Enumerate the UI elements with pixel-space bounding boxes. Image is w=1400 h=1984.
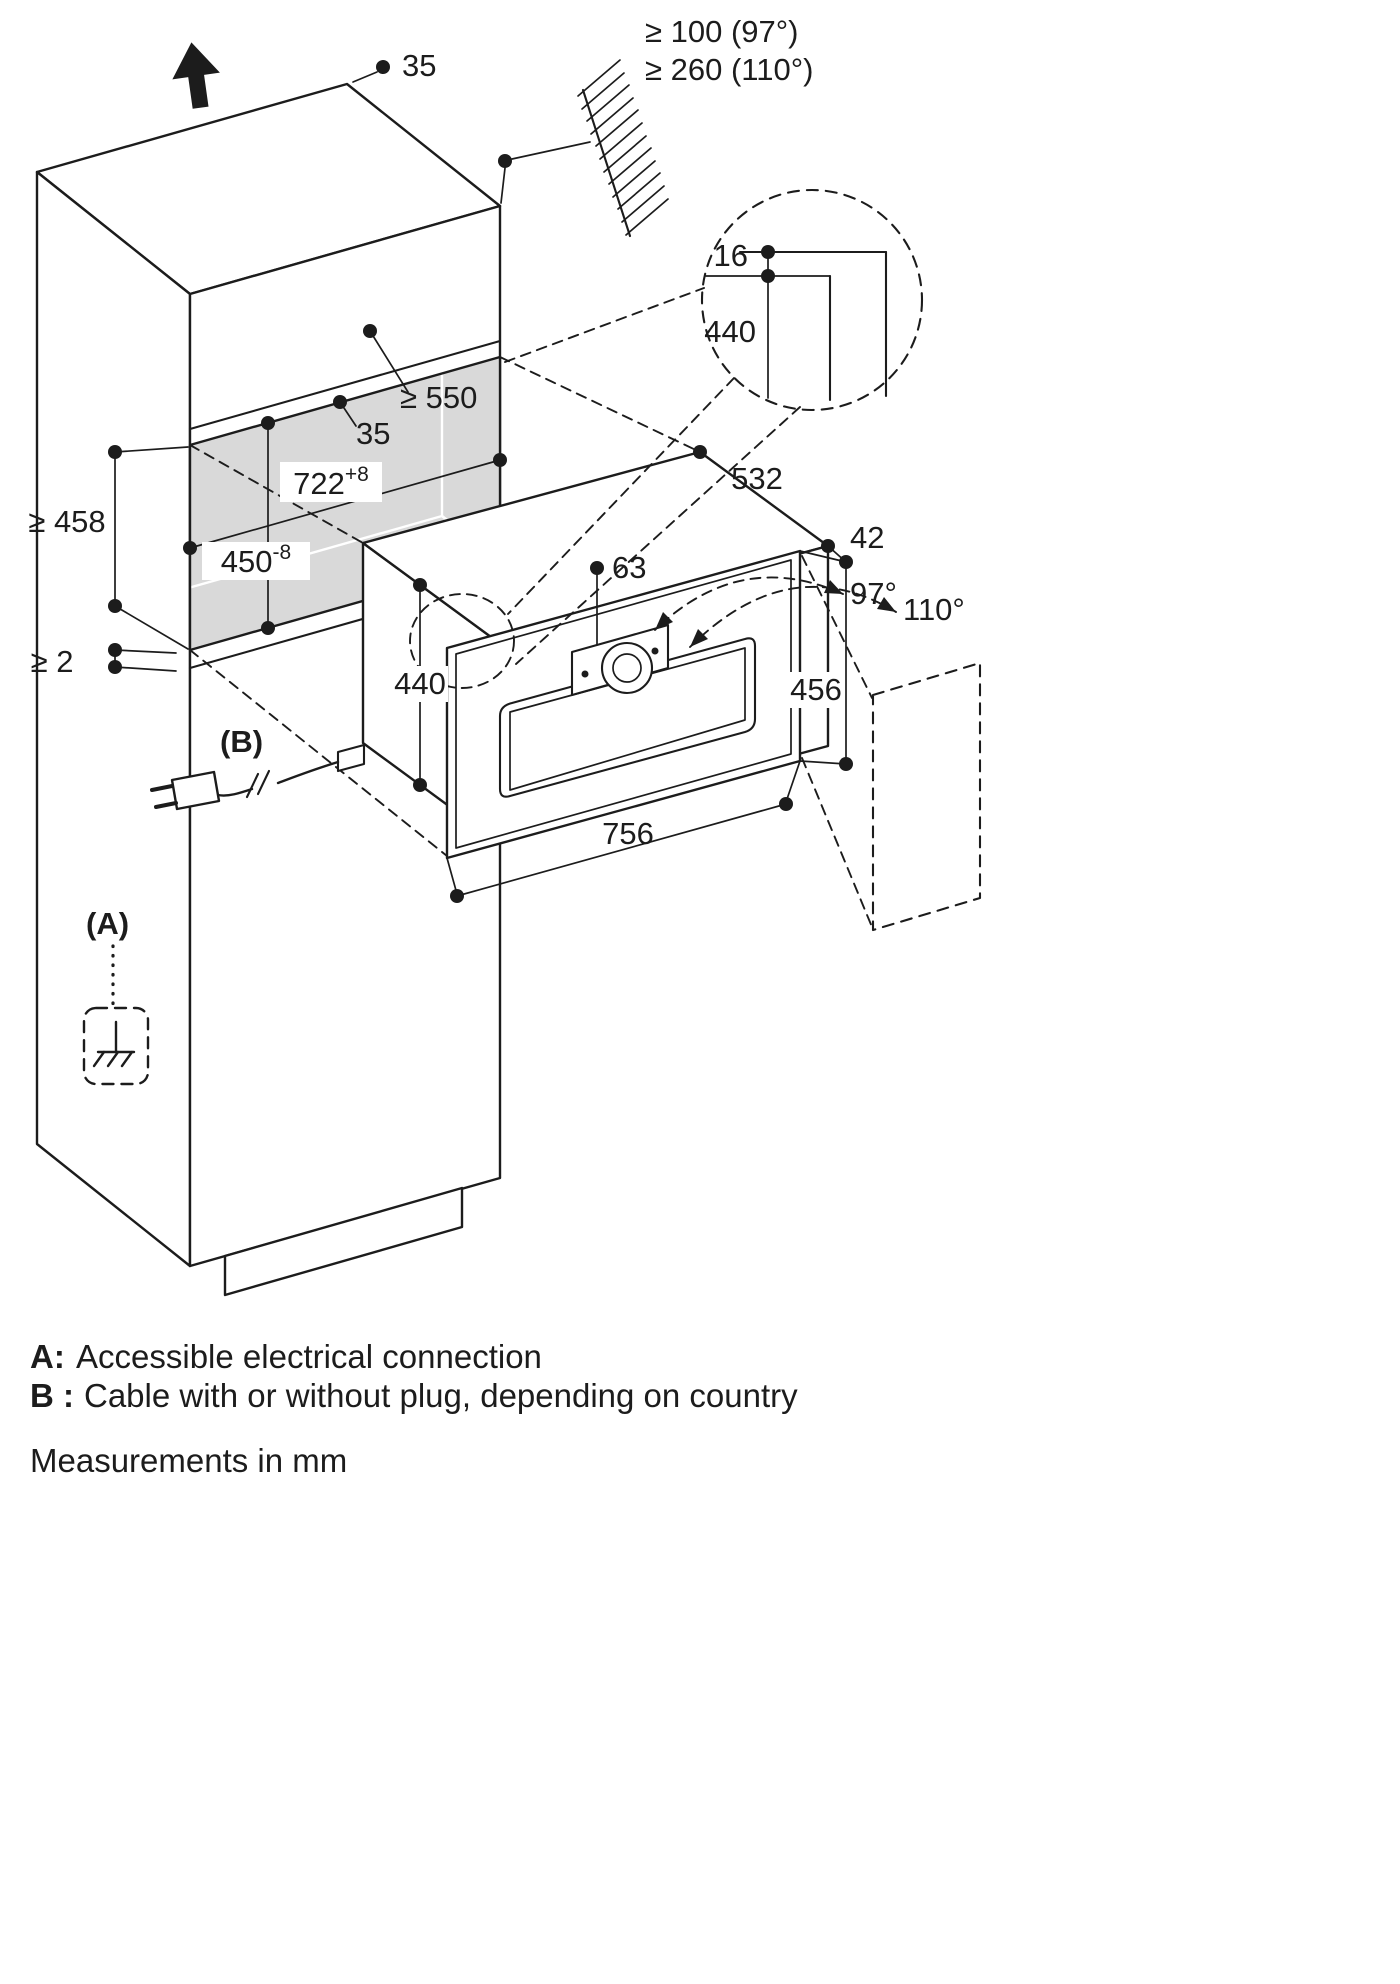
oven xyxy=(336,450,830,860)
legend: A: Accessible electrical connection B : … xyxy=(30,1338,798,1479)
clearance-97-label: ≥ 100 (97°) xyxy=(645,14,799,49)
callout-a-label: (A) xyxy=(86,906,129,941)
cabinet-plinth xyxy=(223,1186,464,1297)
dim-top-panel-label: 35 xyxy=(356,416,390,451)
ground-symbol-icon xyxy=(92,1020,136,1068)
callout-b-label: (B) xyxy=(220,724,263,759)
oven-knob xyxy=(600,641,654,695)
dim-front-height-label: 456 xyxy=(790,672,842,707)
detail-16-label: 16 xyxy=(714,238,748,273)
wall-section-hatch-icon xyxy=(498,59,669,238)
legend-units-note: Measurements in mm xyxy=(30,1442,347,1479)
dim-niche-front-height: ≥ 458 xyxy=(28,445,189,650)
power-cable: (B) xyxy=(150,724,340,811)
svg-text:≥ 458: ≥ 458 xyxy=(28,504,105,539)
outlet-box xyxy=(82,1006,150,1086)
dim-body-height-label: 440 xyxy=(394,666,446,701)
dim-width-label: 756 xyxy=(602,816,654,851)
dim-niche-depth-label: ≥ 550 xyxy=(400,380,477,415)
detail-440-label: 440 xyxy=(704,314,756,349)
dim-niche-width-label: 722+8 xyxy=(293,463,369,501)
dim-bottom-gap: ≥ 2 xyxy=(31,643,177,679)
swing-arc-110 xyxy=(689,585,897,648)
power-plug-icon xyxy=(150,770,221,811)
angle-110-label: 110° xyxy=(903,592,965,627)
cabinet-left-face xyxy=(35,170,192,1268)
angle-97-label: 97° xyxy=(850,576,897,611)
svg-text:≥ 2: ≥ 2 xyxy=(31,644,74,679)
dim-door-offset-label: 42 xyxy=(850,520,884,555)
up-arrow-icon xyxy=(172,42,220,109)
door-open-outline xyxy=(871,661,982,932)
dim-wall-gap-label: 35 xyxy=(402,48,436,83)
legend-b-key: B : xyxy=(30,1377,74,1414)
legend-a-text: Accessible electrical connection xyxy=(76,1338,542,1375)
electrical-connection: (A) xyxy=(82,906,150,1086)
dim-niche-height-label: 450-8 xyxy=(221,541,291,579)
dim-oven-depth-label: 532 xyxy=(731,461,783,496)
clearance-110-label: ≥ 260 (110°) xyxy=(645,52,813,87)
oven-door-window xyxy=(498,637,757,798)
door-swing: 97° 110° xyxy=(654,555,982,932)
swing-arc-97 xyxy=(654,576,844,631)
niche-right-face xyxy=(440,357,500,564)
detail-circle: 16 440 xyxy=(409,188,924,689)
dimensions: 35 ≥ 550 35 722+8 450-8 532 42 456 xyxy=(183,48,884,903)
legend-b-text: Cable with or without plug, depending on… xyxy=(84,1377,798,1414)
cable-connector xyxy=(336,743,366,773)
detail-source-ellipse xyxy=(409,593,515,689)
oven-door-inner-line xyxy=(455,559,792,849)
dim-panel-offset-label: 63 xyxy=(612,550,646,585)
legend-a-key: A: xyxy=(30,1338,65,1375)
